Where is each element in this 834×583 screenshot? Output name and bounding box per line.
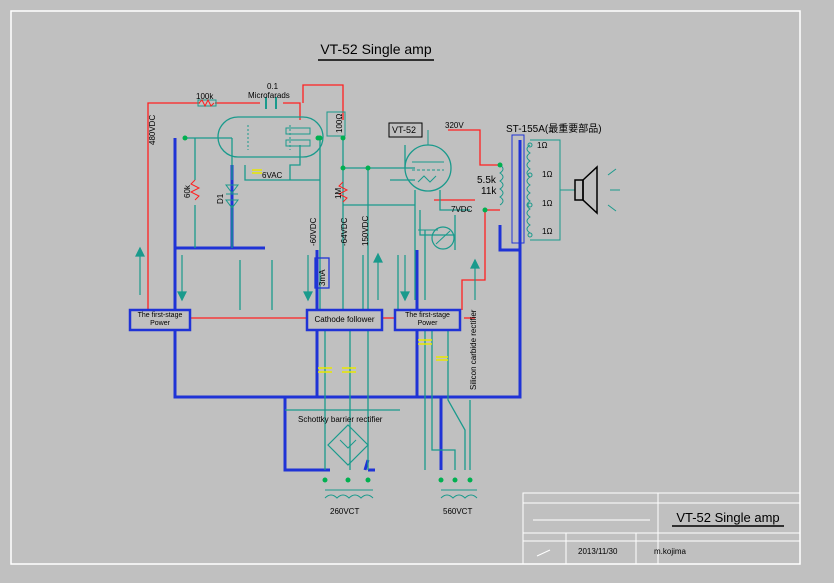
signal-wiring xyxy=(185,137,471,470)
psu-box-1 xyxy=(128,308,192,332)
label-1ohm-c: 1Ω xyxy=(542,199,552,208)
label-260vct: 260VCT xyxy=(330,507,359,516)
current-meter xyxy=(314,257,330,289)
label-cap-unit: Microfarads xyxy=(248,91,290,100)
label-60k: 60k xyxy=(183,184,192,198)
bridge-rectifier xyxy=(327,424,369,466)
psu-box-3 xyxy=(393,308,462,332)
speaker-icon xyxy=(574,165,620,215)
junction-dots xyxy=(182,135,503,213)
titleblock-date: 2013/11/30 xyxy=(578,547,618,556)
label-6vac: 6VAC xyxy=(262,171,283,180)
diagram-title: VT-52 Single amp xyxy=(320,41,431,57)
label-psu-3: The first-stage Power xyxy=(405,312,450,327)
label-silicon-carbide: Silicon carbide rectifier xyxy=(469,309,478,390)
psu-box-2 xyxy=(305,308,384,332)
label-d1: D1 xyxy=(216,193,225,204)
label-7vdc: 7VDC xyxy=(451,205,473,214)
titleblock-author: m.kojima xyxy=(654,547,687,556)
power-transformer-560vct xyxy=(438,477,478,499)
resistor-1m xyxy=(337,181,349,203)
resistor-60k xyxy=(189,179,201,201)
label-psu-2: Cathode follower xyxy=(314,315,375,324)
label-schottky: Schottky barrier rectifier xyxy=(298,415,383,424)
label-100ohm: 100Ω xyxy=(335,114,344,133)
label-100k: 100k xyxy=(196,92,214,101)
title-block: VT-52 Single amp 2013/11/30 m.kojima xyxy=(522,492,801,565)
label-1ohm-d: 1Ω xyxy=(542,227,552,236)
label-psu-1: The first-stage Power xyxy=(137,312,183,327)
label-vt52: VT-52 xyxy=(392,125,416,135)
capacitor-0-1uf xyxy=(265,97,277,109)
filament-meter xyxy=(418,226,455,250)
label-11k: 11k xyxy=(481,186,497,197)
label-5-5k: 5.5k xyxy=(477,175,497,186)
label-1ohm-b: 1Ω xyxy=(542,170,552,179)
filter-caps xyxy=(252,169,448,373)
label-560vct: 560VCT xyxy=(443,507,472,516)
label-60vdc: -60VDC xyxy=(309,217,318,246)
titleblock-title: VT-52 Single amp xyxy=(676,510,779,525)
power-transformer-260vct xyxy=(322,477,374,499)
diode-d1 xyxy=(225,184,239,209)
label-480vdc: 480VDC xyxy=(148,115,157,145)
label-64vdc: -64VDC xyxy=(340,217,349,246)
vt52-tube xyxy=(404,130,452,192)
output-transformer xyxy=(499,134,575,244)
label-3ma: 3mA xyxy=(318,269,327,286)
drawing-frame xyxy=(10,10,801,565)
driver-tube xyxy=(217,116,324,158)
label-1m: 1M xyxy=(334,188,343,199)
signal-arrows xyxy=(135,246,480,302)
label-150vdc: 150VDC xyxy=(361,216,370,246)
label-cap-value: 0.1 xyxy=(267,82,279,91)
label-320v: 320V xyxy=(445,121,464,130)
resistor-100k xyxy=(197,98,217,108)
resistor-100ohm xyxy=(326,111,346,137)
label-st155a: ST-155A(最重要部品) xyxy=(506,122,602,135)
vt52-label-box xyxy=(388,122,423,138)
bplus-wiring xyxy=(147,84,500,319)
label-1ohm-a: 1Ω xyxy=(537,141,547,150)
